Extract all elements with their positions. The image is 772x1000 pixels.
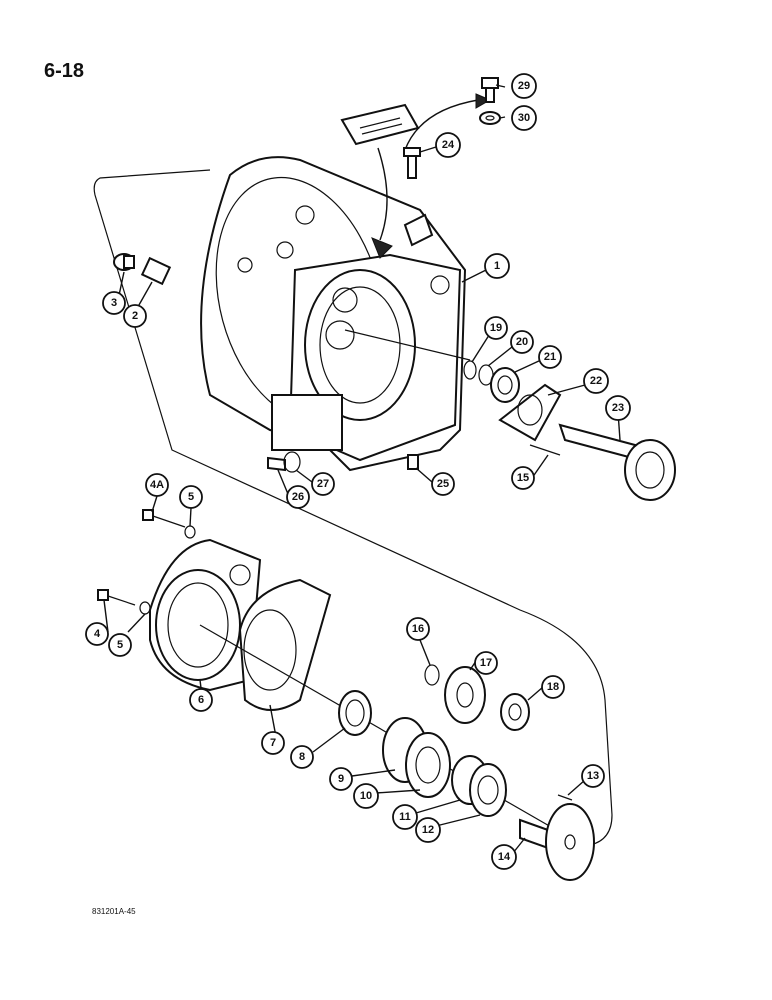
retainer-22 <box>498 383 562 442</box>
callout-12-label: 12 <box>422 824 434 836</box>
callout-30: 30 <box>511 105 537 131</box>
callout-14-label: 14 <box>498 851 511 863</box>
o-ring-27 <box>283 451 301 473</box>
callout-27: 27 <box>311 472 335 496</box>
callout-19-label: 19 <box>490 322 502 334</box>
callout-14: 14 <box>491 844 517 870</box>
callout-21: 21 <box>538 345 562 369</box>
gear-17 <box>444 666 486 724</box>
callout-8: 8 <box>290 745 314 769</box>
callout-10: 10 <box>353 783 379 809</box>
callout-1-label: 1 <box>494 260 500 272</box>
callout-26: 26 <box>286 485 310 509</box>
callout-13-label: 13 <box>587 770 599 782</box>
washer-30 <box>479 111 501 125</box>
callout-3: 3 <box>102 291 126 315</box>
cover-6 <box>149 538 262 692</box>
callout-9-label: 9 <box>338 773 344 785</box>
callout-24: 24 <box>435 132 461 158</box>
callout-1: 1 <box>484 253 510 279</box>
seal-8 <box>338 690 372 736</box>
shaft-14 <box>519 803 595 881</box>
callout-18-label: 18 <box>547 681 559 693</box>
callout-27-label: 27 <box>317 478 329 490</box>
plug-29 <box>481 77 499 103</box>
callout-7-label: 7 <box>270 737 276 749</box>
bolt-4 <box>97 589 136 606</box>
callout-24-label: 24 <box>442 139 455 151</box>
callout-5-upper: 5 <box>179 485 203 509</box>
callout-25: 25 <box>431 472 455 496</box>
callout-8-label: 8 <box>299 751 305 763</box>
callout-2-label: 2 <box>132 310 138 322</box>
washer-5-lower <box>139 601 151 615</box>
callout-30-label: 30 <box>518 112 530 124</box>
breather-24 <box>403 147 421 179</box>
callout-11: 11 <box>392 804 418 830</box>
callout-7: 7 <box>261 731 285 755</box>
callout-10-label: 10 <box>360 790 372 802</box>
callout-4: 4 <box>85 622 109 646</box>
callout-15-label: 15 <box>517 472 529 484</box>
callout-4-label: 4 <box>94 628 101 640</box>
plug-25 <box>407 454 419 470</box>
callout-9: 9 <box>329 767 353 791</box>
pin-13 <box>557 794 573 801</box>
callout-20-label: 20 <box>516 336 528 348</box>
callout-15: 15 <box>511 466 535 490</box>
callout-22-label: 22 <box>590 375 602 387</box>
callout-20: 20 <box>510 330 534 354</box>
callout-2: 2 <box>123 304 147 328</box>
callout-6-label: 6 <box>198 694 204 706</box>
callout-12: 12 <box>415 817 441 843</box>
callout-23: 23 <box>605 395 631 421</box>
callout-4a-label: 4A <box>150 479 164 491</box>
callout-17: 17 <box>474 651 498 675</box>
bearing-cone-12 <box>469 763 507 817</box>
callout-23-label: 23 <box>612 402 624 414</box>
transmission-housing <box>200 156 471 472</box>
callout-6: 6 <box>189 688 213 712</box>
callout-13: 13 <box>581 764 605 788</box>
callout-11-label: 11 <box>399 811 411 823</box>
figure-code: 831201A-45 <box>92 907 136 916</box>
bolt-4a <box>142 509 186 528</box>
snap-ring-19 <box>463 360 477 380</box>
callout-25-label: 25 <box>437 478 449 490</box>
plug-3 <box>113 253 135 271</box>
callout-21-label: 21 <box>544 351 556 363</box>
assembly-outline <box>93 169 613 846</box>
callout-22: 22 <box>583 368 609 394</box>
callout-5-lower-label: 5 <box>117 639 123 651</box>
callout-16-label: 16 <box>412 623 424 635</box>
callout-29-label: 29 <box>518 80 530 92</box>
bearing-21 <box>490 367 520 403</box>
callout-5-lower: 5 <box>108 633 132 657</box>
callout-29: 29 <box>511 73 537 99</box>
callout-5-upper-label: 5 <box>188 491 194 503</box>
bearing-18 <box>500 693 530 731</box>
page-number: 6-18 <box>44 60 85 82</box>
callout-18: 18 <box>541 675 565 699</box>
callout-16: 16 <box>406 617 430 641</box>
callout-3-label: 3 <box>111 297 117 309</box>
washer-5-upper <box>184 525 196 539</box>
callout-17-label: 17 <box>480 657 492 669</box>
gasket-7 <box>238 578 332 711</box>
gear-10 <box>405 732 451 798</box>
decal-plate <box>340 103 420 146</box>
sleeve-2 <box>140 256 172 286</box>
shaft-23 <box>558 423 676 501</box>
washer-16 <box>424 664 440 686</box>
callout-26-label: 26 <box>292 491 304 503</box>
bolt-15 <box>529 444 561 456</box>
leader-lines <box>103 84 621 854</box>
fitting-26 <box>267 456 286 472</box>
callout-19: 19 <box>484 316 508 340</box>
callout-4a: 4A <box>145 473 169 497</box>
